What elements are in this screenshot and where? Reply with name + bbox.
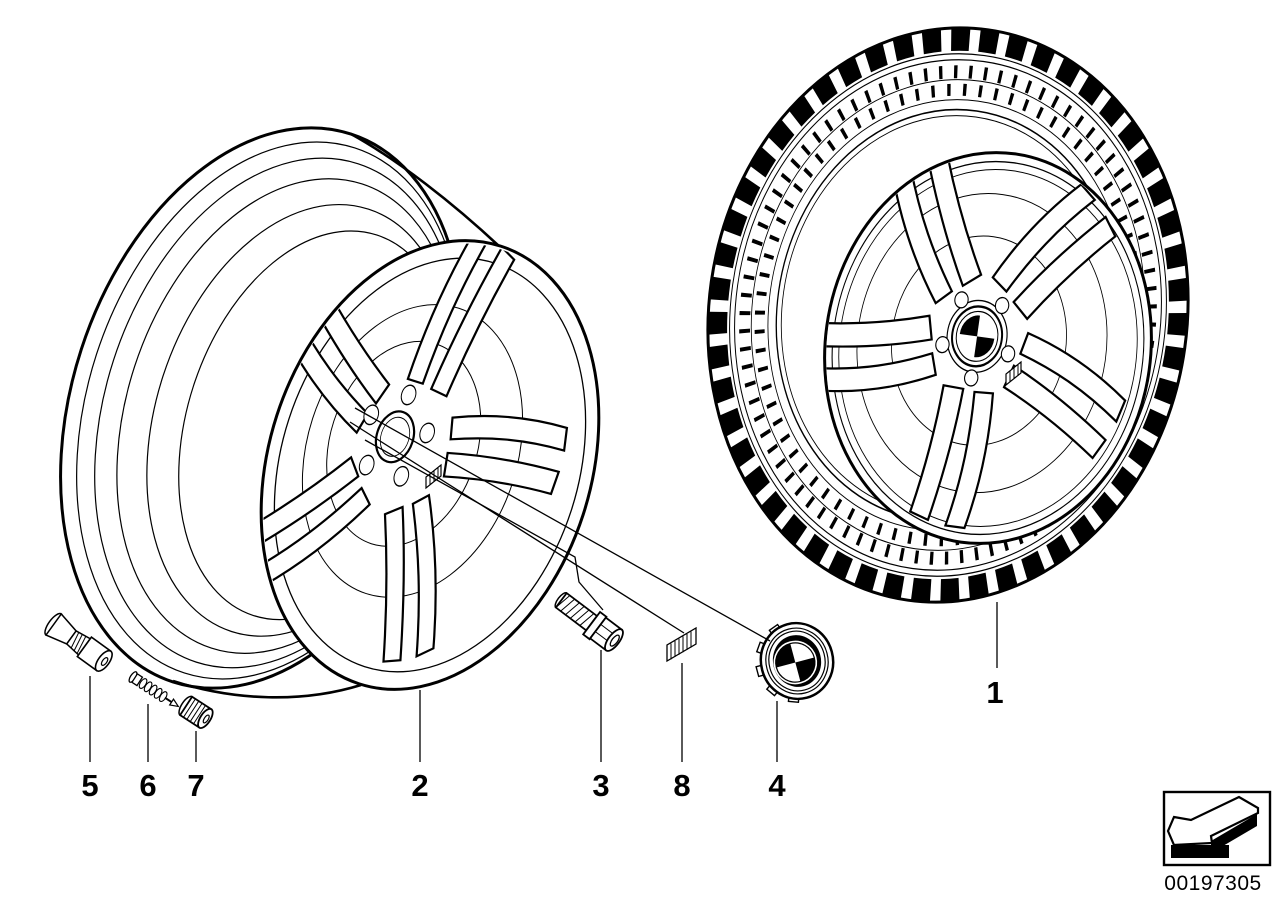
callout-8[interactable]: 8 — [673, 768, 690, 803]
bmw-roundel-icon — [773, 640, 818, 685]
valve-cap-drawing — [178, 695, 214, 729]
leader-hub-to-plate — [349, 421, 685, 634]
callout-3[interactable]: 3 — [592, 768, 609, 803]
callout-5[interactable]: 5 — [81, 768, 98, 803]
callout-2[interactable]: 2 — [411, 768, 428, 803]
callout-6[interactable]: 6 — [139, 768, 156, 803]
alloy-wheel-drawing — [0, 75, 657, 699]
part-number: 00197305 — [1164, 872, 1261, 895]
hub-cap-drawing — [755, 621, 835, 704]
bmw-roundel-icon — [951, 305, 1004, 368]
wheel-with-tire-drawing — [671, 0, 1225, 633]
callout-1[interactable]: 1 — [986, 675, 1003, 710]
diagram-nav-arrow-icon — [1166, 795, 1260, 858]
leader-hub-to-bolt — [364, 439, 604, 611]
in-place-sticker-right — [1005, 360, 1022, 387]
hatched-plate-drawing — [666, 626, 697, 663]
wheel-bolt-drawing — [554, 591, 624, 652]
leader-hub-to-cap — [354, 407, 771, 642]
valve-core-drawing — [128, 671, 180, 708]
nav-arrow-box[interactable] — [1162, 790, 1272, 867]
callout-4[interactable]: 4 — [768, 768, 786, 803]
valve-stem-drawing — [44, 612, 113, 672]
callout-7[interactable]: 7 — [187, 768, 204, 803]
